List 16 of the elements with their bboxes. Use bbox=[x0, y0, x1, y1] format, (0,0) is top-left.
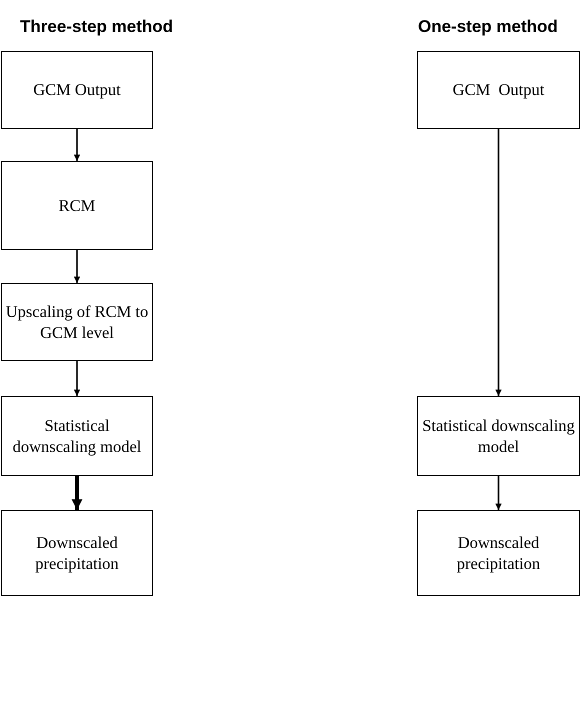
process-box: GCM Output bbox=[417, 51, 580, 129]
column-heading: One-step method bbox=[418, 16, 558, 38]
column-heading: Three-step method bbox=[20, 16, 174, 38]
process-box: Downscaled precipitation bbox=[1, 510, 153, 596]
arrow bbox=[72, 476, 82, 510]
process-box: Statistical downscaling model bbox=[1, 396, 153, 476]
process-box: GCM Output bbox=[1, 51, 153, 129]
process-box: RCM bbox=[1, 161, 153, 250]
arrow bbox=[495, 129, 502, 396]
process-box: Statistical downscaling model bbox=[417, 396, 580, 476]
arrow bbox=[74, 129, 80, 161]
process-box: Downscaled precipitation bbox=[417, 510, 580, 596]
arrow bbox=[74, 361, 80, 396]
arrow bbox=[74, 250, 80, 283]
process-box: Upscaling of RCM to GCM level bbox=[1, 283, 153, 361]
arrow bbox=[495, 476, 502, 510]
